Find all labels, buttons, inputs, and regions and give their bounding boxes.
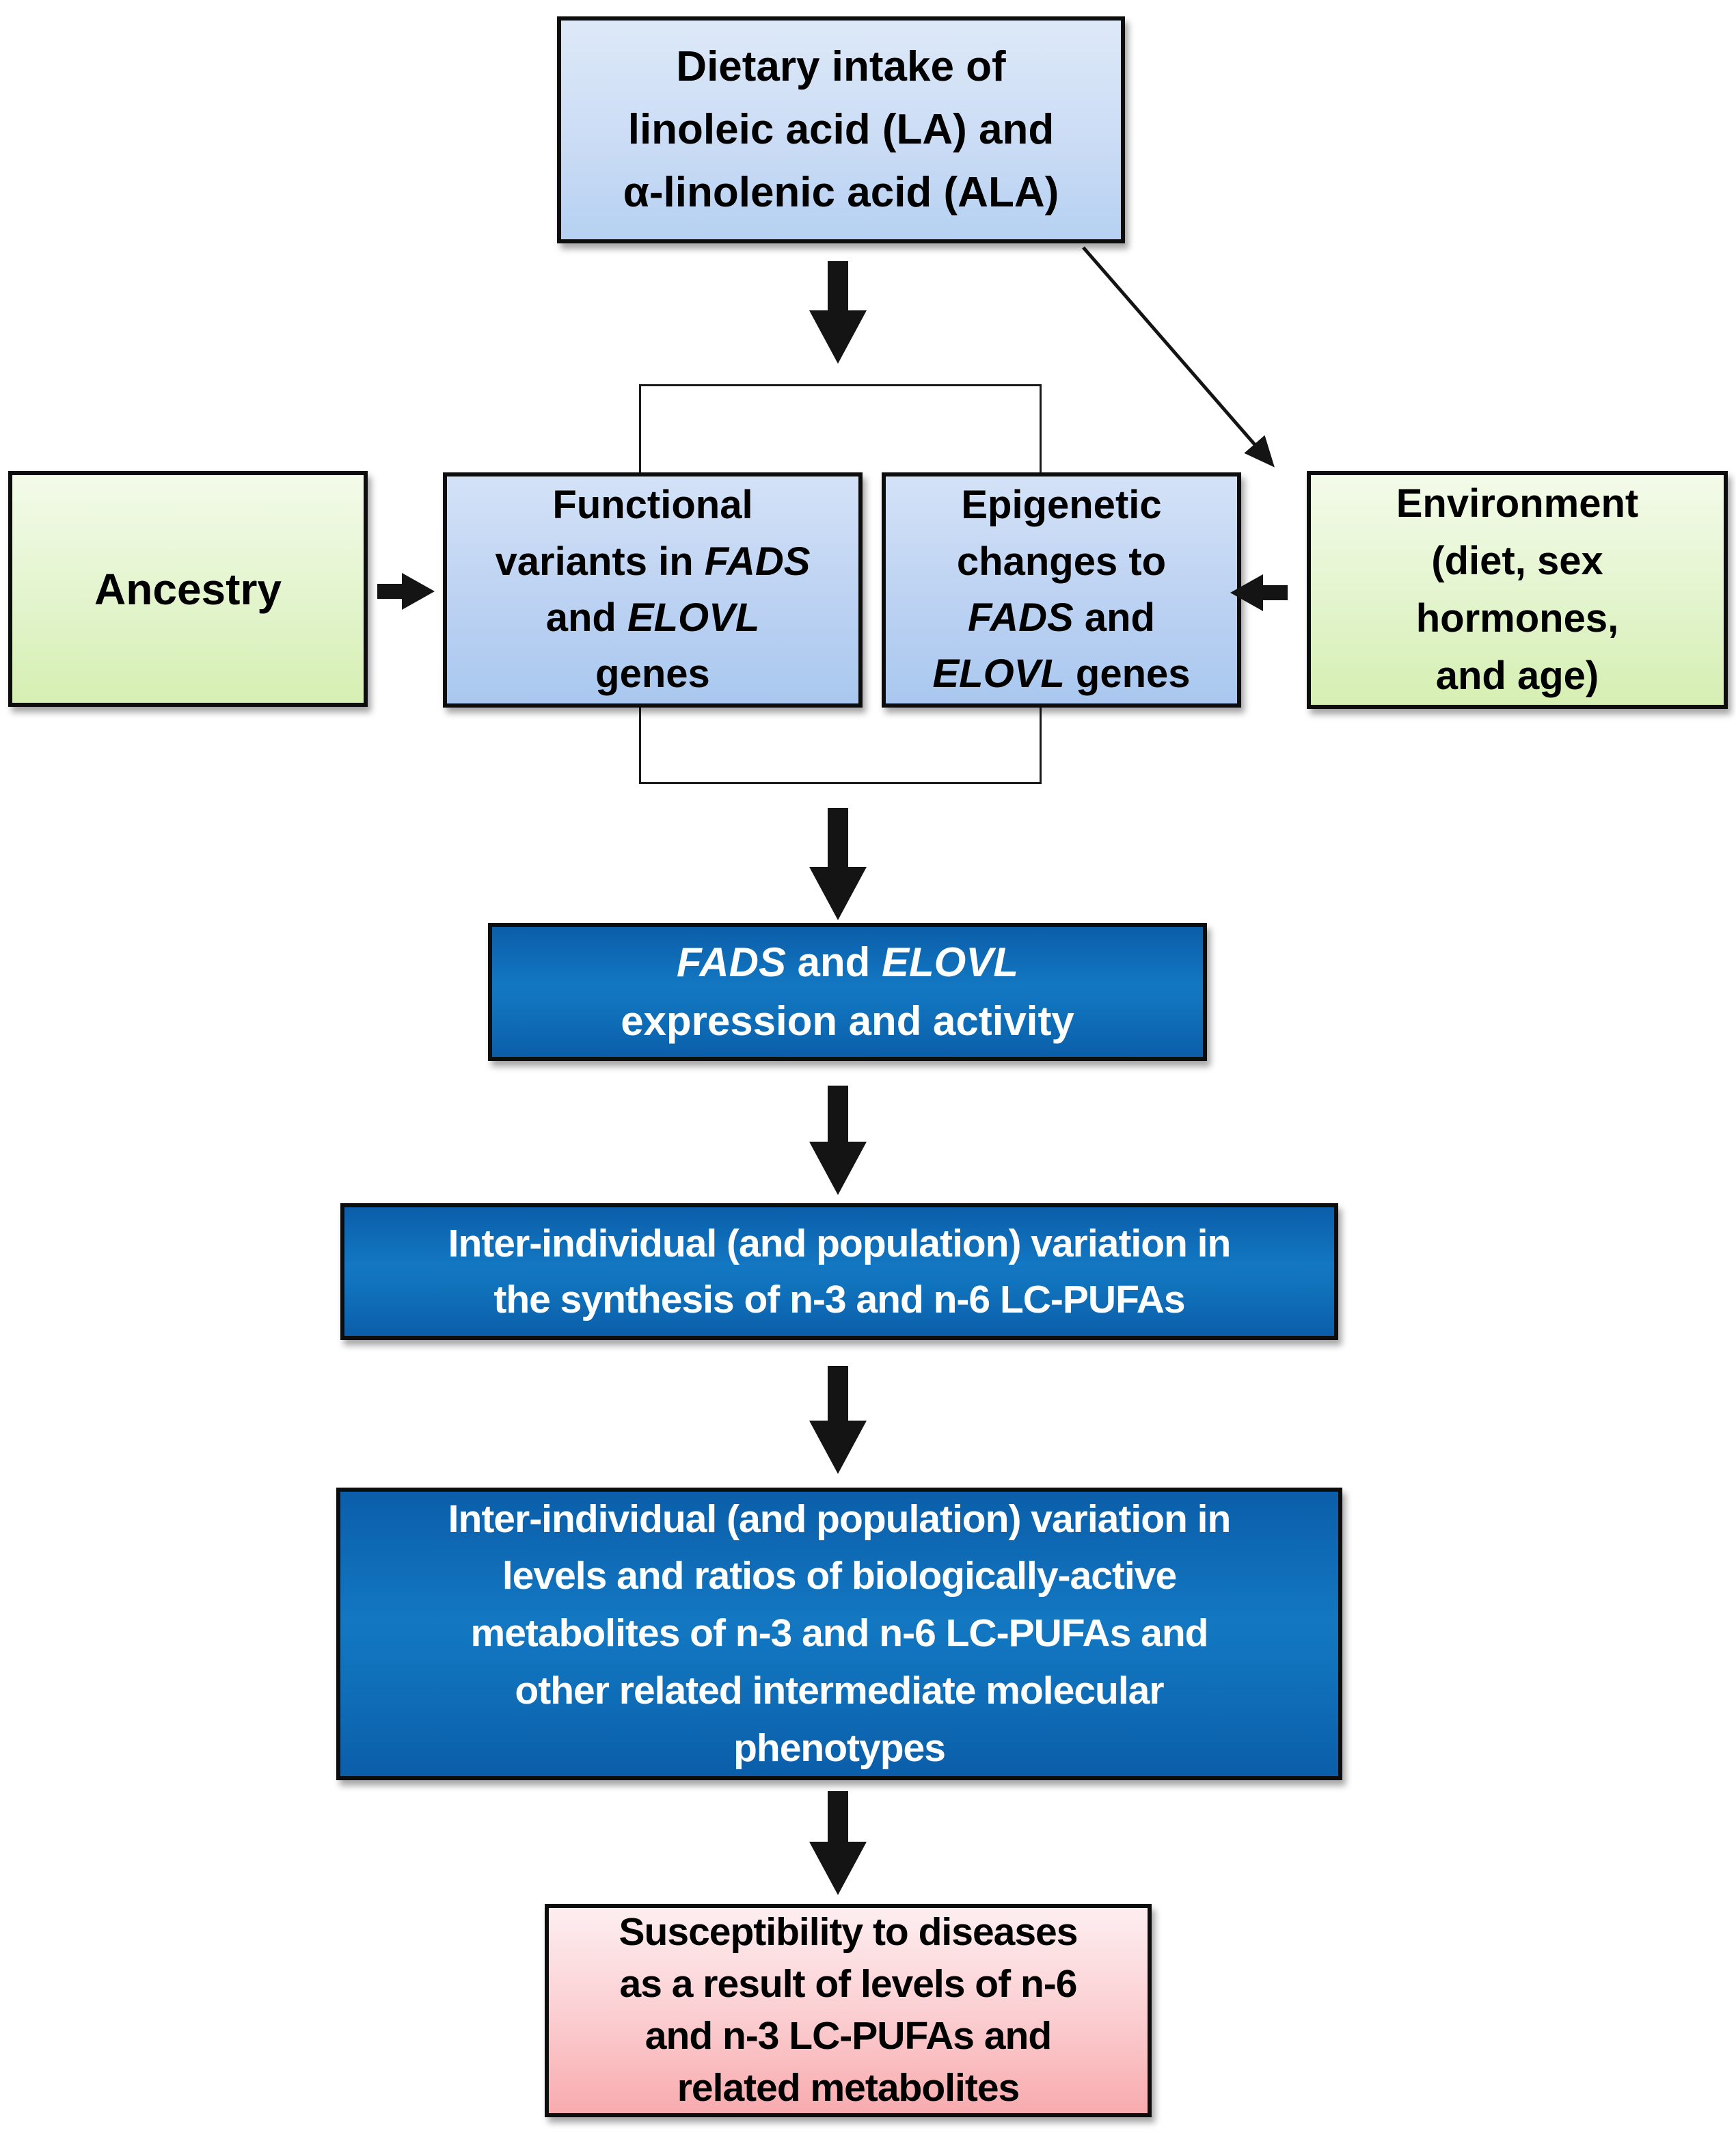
arrow-head-down — [809, 1142, 867, 1195]
arrow-shaft — [828, 1366, 848, 1421]
arrow-metabolites-down — [809, 1791, 867, 1895]
arrow-synthesis-down — [809, 1366, 867, 1474]
node-ancestry-label: Ancestry — [94, 564, 282, 614]
arrow-head-down — [809, 867, 867, 920]
arrow-head-left — [1230, 574, 1263, 611]
arrow-head-down — [809, 1421, 867, 1474]
arrow-shaft — [828, 261, 848, 310]
arrow-ancestry-right — [377, 573, 435, 610]
arrow-head-down — [809, 1842, 867, 1895]
node-variation-metabolites-label: Inter-individual (and population) variat… — [448, 1496, 1232, 1770]
arrow-shaft — [1263, 585, 1288, 600]
arrow-shaft — [377, 584, 402, 599]
arrow-expression-down — [809, 1086, 867, 1195]
arrow-shaft — [828, 808, 848, 867]
node-variation-metabolites: Inter-individual (and population) variat… — [336, 1488, 1342, 1780]
arrow-dietary-down — [809, 261, 867, 364]
arrow-head-right — [402, 573, 435, 610]
node-ancestry: Ancestry — [8, 471, 368, 707]
arrow-environment-left — [1230, 574, 1288, 611]
arrow-shaft — [828, 1086, 848, 1142]
arrow-shaft — [828, 1791, 848, 1842]
arrow-group-down — [809, 808, 867, 920]
arrow-head-down — [809, 310, 867, 364]
arrow-dietary-to-environment — [1082, 246, 1275, 468]
node-variation-synthesis: Inter-individual (and population) variat… — [340, 1203, 1338, 1340]
node-variation-synthesis-label: Inter-individual (and population) variat… — [448, 1221, 1232, 1321]
